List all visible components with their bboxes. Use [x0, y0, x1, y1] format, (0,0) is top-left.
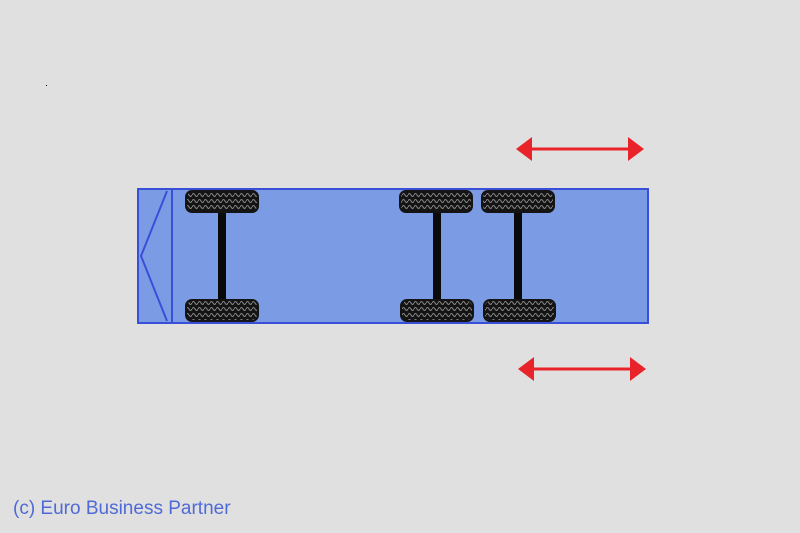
- tire-bottom: [483, 299, 556, 322]
- arrow-head-left: [518, 357, 534, 381]
- rear-axle-1: [399, 190, 474, 322]
- arrow-head-left: [516, 137, 532, 161]
- tire-bottom: [185, 299, 259, 322]
- axle-bar: [433, 210, 441, 303]
- tire-bottom: [400, 299, 474, 322]
- axle-bar: [514, 210, 522, 303]
- front-axle: [185, 190, 259, 322]
- rear-axle-2: [481, 190, 556, 322]
- arrow-head-right: [630, 357, 646, 381]
- bottom-arrow: [518, 357, 646, 381]
- tire-top: [185, 190, 259, 213]
- copyright-text: (c) Euro Business Partner: [13, 498, 231, 519]
- stray-dot: [46, 85, 47, 86]
- tire-top: [399, 190, 473, 213]
- trailer-front-chevron: [139, 190, 168, 322]
- axle-bar: [218, 210, 226, 303]
- tire-top: [481, 190, 555, 213]
- arrow-head-right: [628, 137, 644, 161]
- top-arrow: [516, 137, 644, 161]
